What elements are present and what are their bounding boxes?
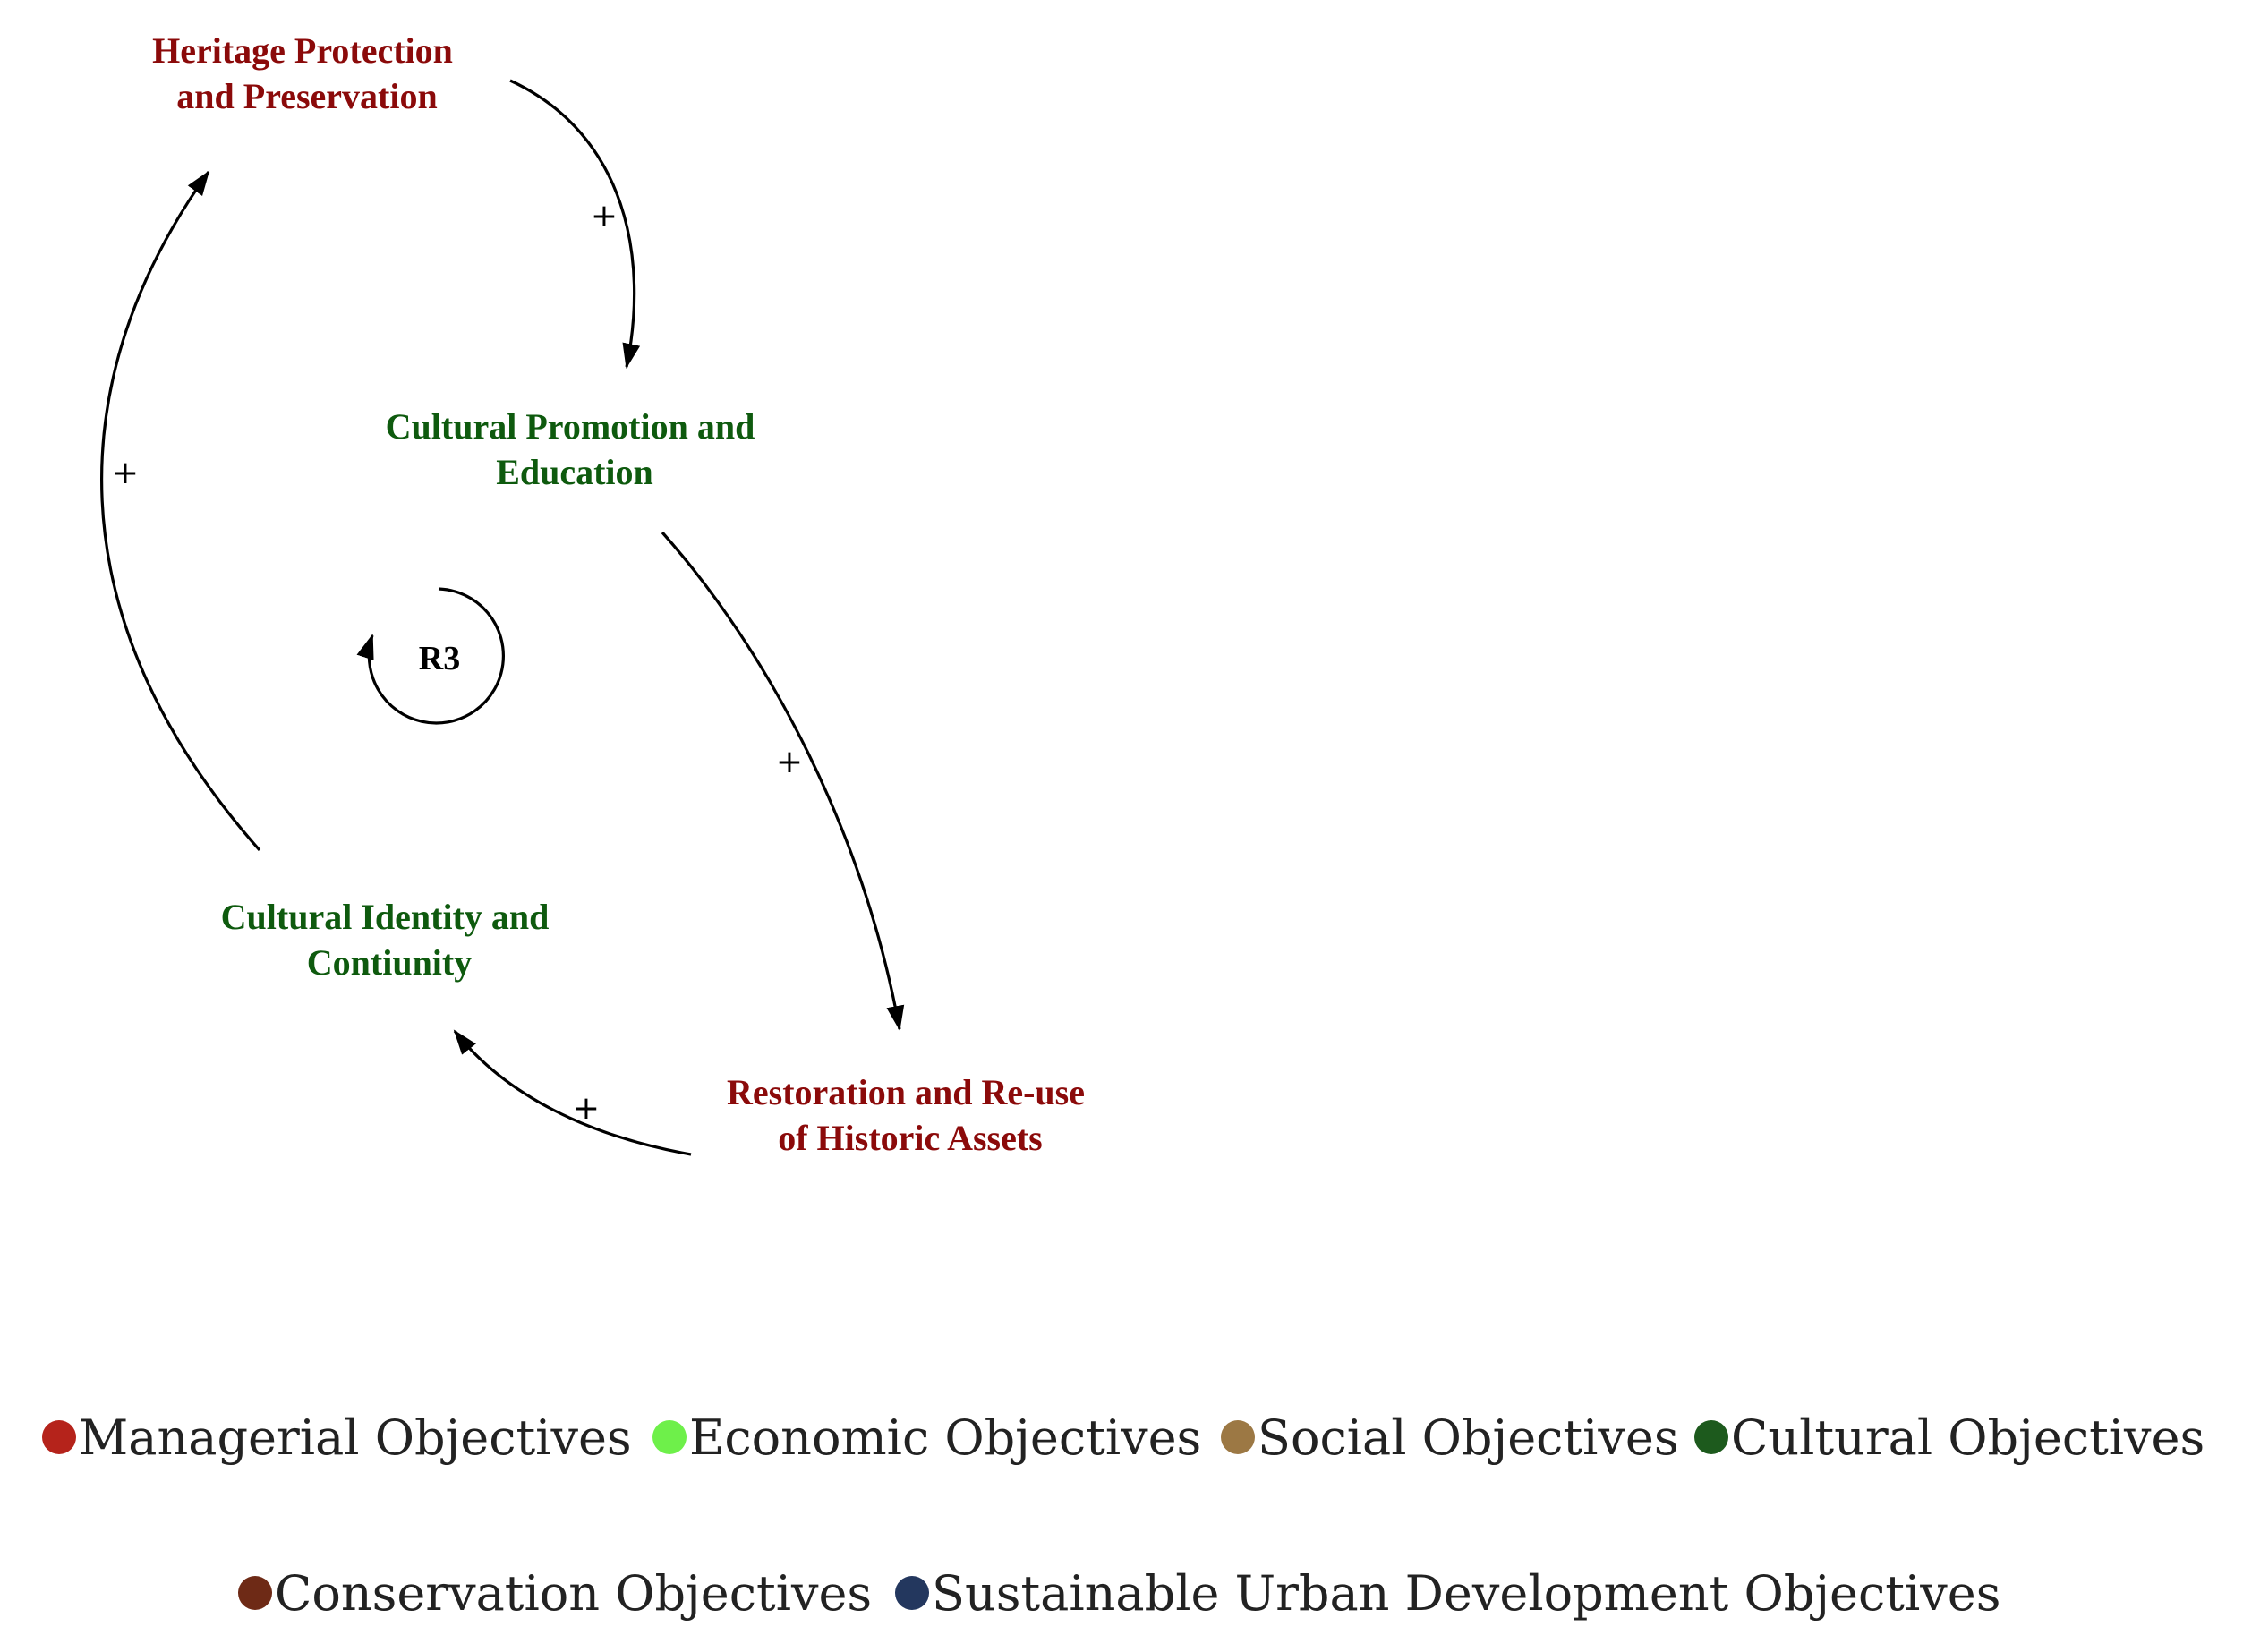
edge-identity-to-heritage-polarity: + [112, 455, 139, 491]
node-promotion-label: Cultural Promotion and Education [386, 406, 764, 492]
node-promotion-line-2: Education [496, 452, 653, 492]
node-restoration-line-1: Restoration and Re-use [727, 1072, 1085, 1112]
legend-item-managerial: Managerial Objectives [42, 1409, 632, 1466]
legend-economic-dot [652, 1420, 687, 1454]
node-heritage-label: Heritage Protection and Preservation [152, 30, 462, 116]
node-identity-line-2: Contiunity [307, 942, 473, 983]
node-heritage: Heritage Protection and Preservation [152, 30, 462, 116]
legend-item-social: Social Objectives [1221, 1409, 1679, 1466]
legend-managerial-label: Managerial Objectives [79, 1409, 632, 1466]
legend: Managerial Objectives Economic Objective… [42, 1409, 2205, 1622]
legend-item-cultural: Cultural Objectives [1694, 1409, 2205, 1466]
legend-conservation-label: Conservation Objectives [275, 1565, 872, 1622]
node-restoration-label: Restoration and Re-use of Historic Asset… [727, 1072, 1094, 1158]
edge-restoration-to-identity [453, 1029, 692, 1156]
edge-heritage-to-promotion-polarity: + [591, 198, 618, 234]
legend-item-economic: Economic Objectives [652, 1409, 1201, 1466]
edge-restoration-to-identity-polarity: + [573, 1090, 600, 1127]
legend-cultural-label: Cultural Objectives [1731, 1409, 2205, 1466]
legend-sustainable-dot [895, 1576, 929, 1610]
edge-identity-to-heritage [100, 170, 261, 852]
node-restoration-line-2: of Historic Assets [778, 1118, 1043, 1158]
edge-promotion-to-restoration-polarity: + [776, 744, 803, 780]
node-identity: Cultural Identity and Contiunity [221, 897, 559, 983]
node-restoration: Restoration and Re-use of Historic Asset… [727, 1072, 1094, 1158]
loop-label: R3 [419, 640, 460, 677]
legend-social-label: Social Objectives [1258, 1409, 1679, 1466]
loop-arrow [356, 587, 505, 725]
legend-item-sustainable: Sustainable Urban Development Objectives [895, 1565, 2000, 1622]
node-heritage-line-1: Heritage Protection [152, 30, 453, 71]
node-identity-label: Cultural Identity and Contiunity [221, 897, 559, 983]
node-promotion-line-1: Cultural Promotion and [386, 406, 755, 447]
legend-sustainable-label: Sustainable Urban Development Objectives [932, 1565, 2000, 1622]
node-heritage-line-2: and Preservation [176, 76, 437, 116]
legend-social-dot [1221, 1420, 1255, 1454]
edge-heritage-to-promotion [509, 79, 641, 369]
legend-cultural-dot [1694, 1420, 1728, 1454]
node-promotion: Cultural Promotion and Education [386, 406, 764, 492]
node-identity-line-1: Cultural Identity and [221, 897, 550, 937]
legend-economic-label: Economic Objectives [689, 1409, 1201, 1466]
legend-item-conservation: Conservation Objectives [238, 1565, 872, 1622]
edge-promotion-to-restoration [661, 531, 905, 1031]
legend-conservation-dot [238, 1576, 272, 1610]
loop-indicator: R3 [356, 587, 505, 725]
legend-managerial-dot [42, 1420, 76, 1454]
